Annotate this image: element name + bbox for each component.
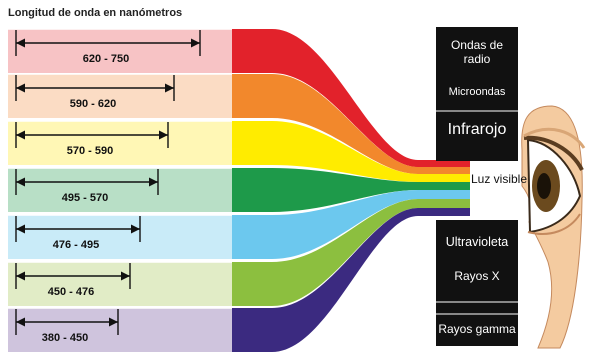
band-light-fill	[8, 308, 232, 352]
label-radio-waves: Ondas de radio	[450, 38, 504, 66]
band-range-label: 450 - 476	[48, 286, 94, 298]
band-1: 590 - 620	[8, 73, 232, 118]
color-stream-6	[232, 208, 470, 352]
band-range-label: 495 - 570	[62, 192, 108, 204]
spectrum-lower-bar	[436, 220, 518, 346]
band-range-label: 620 - 750	[83, 53, 129, 65]
color-stream-5	[232, 199, 470, 306]
color-stream-1	[232, 74, 470, 174]
band-range-label: 476 - 495	[53, 239, 99, 251]
color-streams	[232, 29, 470, 352]
band-2: 570 - 590	[8, 120, 232, 165]
spectrum-upper-bar	[436, 27, 518, 161]
color-stream-0	[232, 29, 470, 167]
label-ultraviolet: Ultravioleta	[445, 235, 509, 249]
band-6: 380 - 450	[8, 307, 232, 352]
eye-icon	[521, 105, 586, 349]
label-visible-light: Luz visible	[470, 172, 528, 186]
color-stream-4	[232, 190, 470, 259]
band-light-fill	[8, 168, 232, 212]
label-xrays: Rayos X	[454, 269, 500, 283]
band-range-label: 570 - 590	[67, 145, 113, 157]
band-range-label: 380 - 450	[42, 332, 88, 344]
label-gamma-rays: Rayos gamma	[438, 322, 516, 336]
band-light-fill	[8, 121, 232, 165]
band-range-label: 590 - 620	[70, 98, 116, 110]
wavelength-bands: 620 - 750 590 - 620 570 - 590 495 - 570 476 …	[8, 28, 232, 352]
band-light-fill	[8, 215, 232, 259]
label-infrared: Infrarojo	[447, 121, 507, 138]
band-light-fill	[8, 262, 232, 306]
band-5: 450 - 476	[8, 261, 232, 306]
color-stream-2	[232, 121, 470, 182]
band-4: 476 - 495	[8, 214, 232, 259]
band-3: 495 - 570	[8, 167, 232, 212]
label-microwaves: Microondas	[448, 86, 506, 98]
diagram-title: Longitud de onda en nanómetros	[8, 7, 183, 19]
spectrum-bar	[436, 27, 518, 346]
color-stream-3	[232, 168, 470, 212]
band-light-fill	[8, 29, 232, 73]
band-0: 620 - 750	[8, 28, 232, 73]
band-light-fill	[8, 74, 232, 118]
